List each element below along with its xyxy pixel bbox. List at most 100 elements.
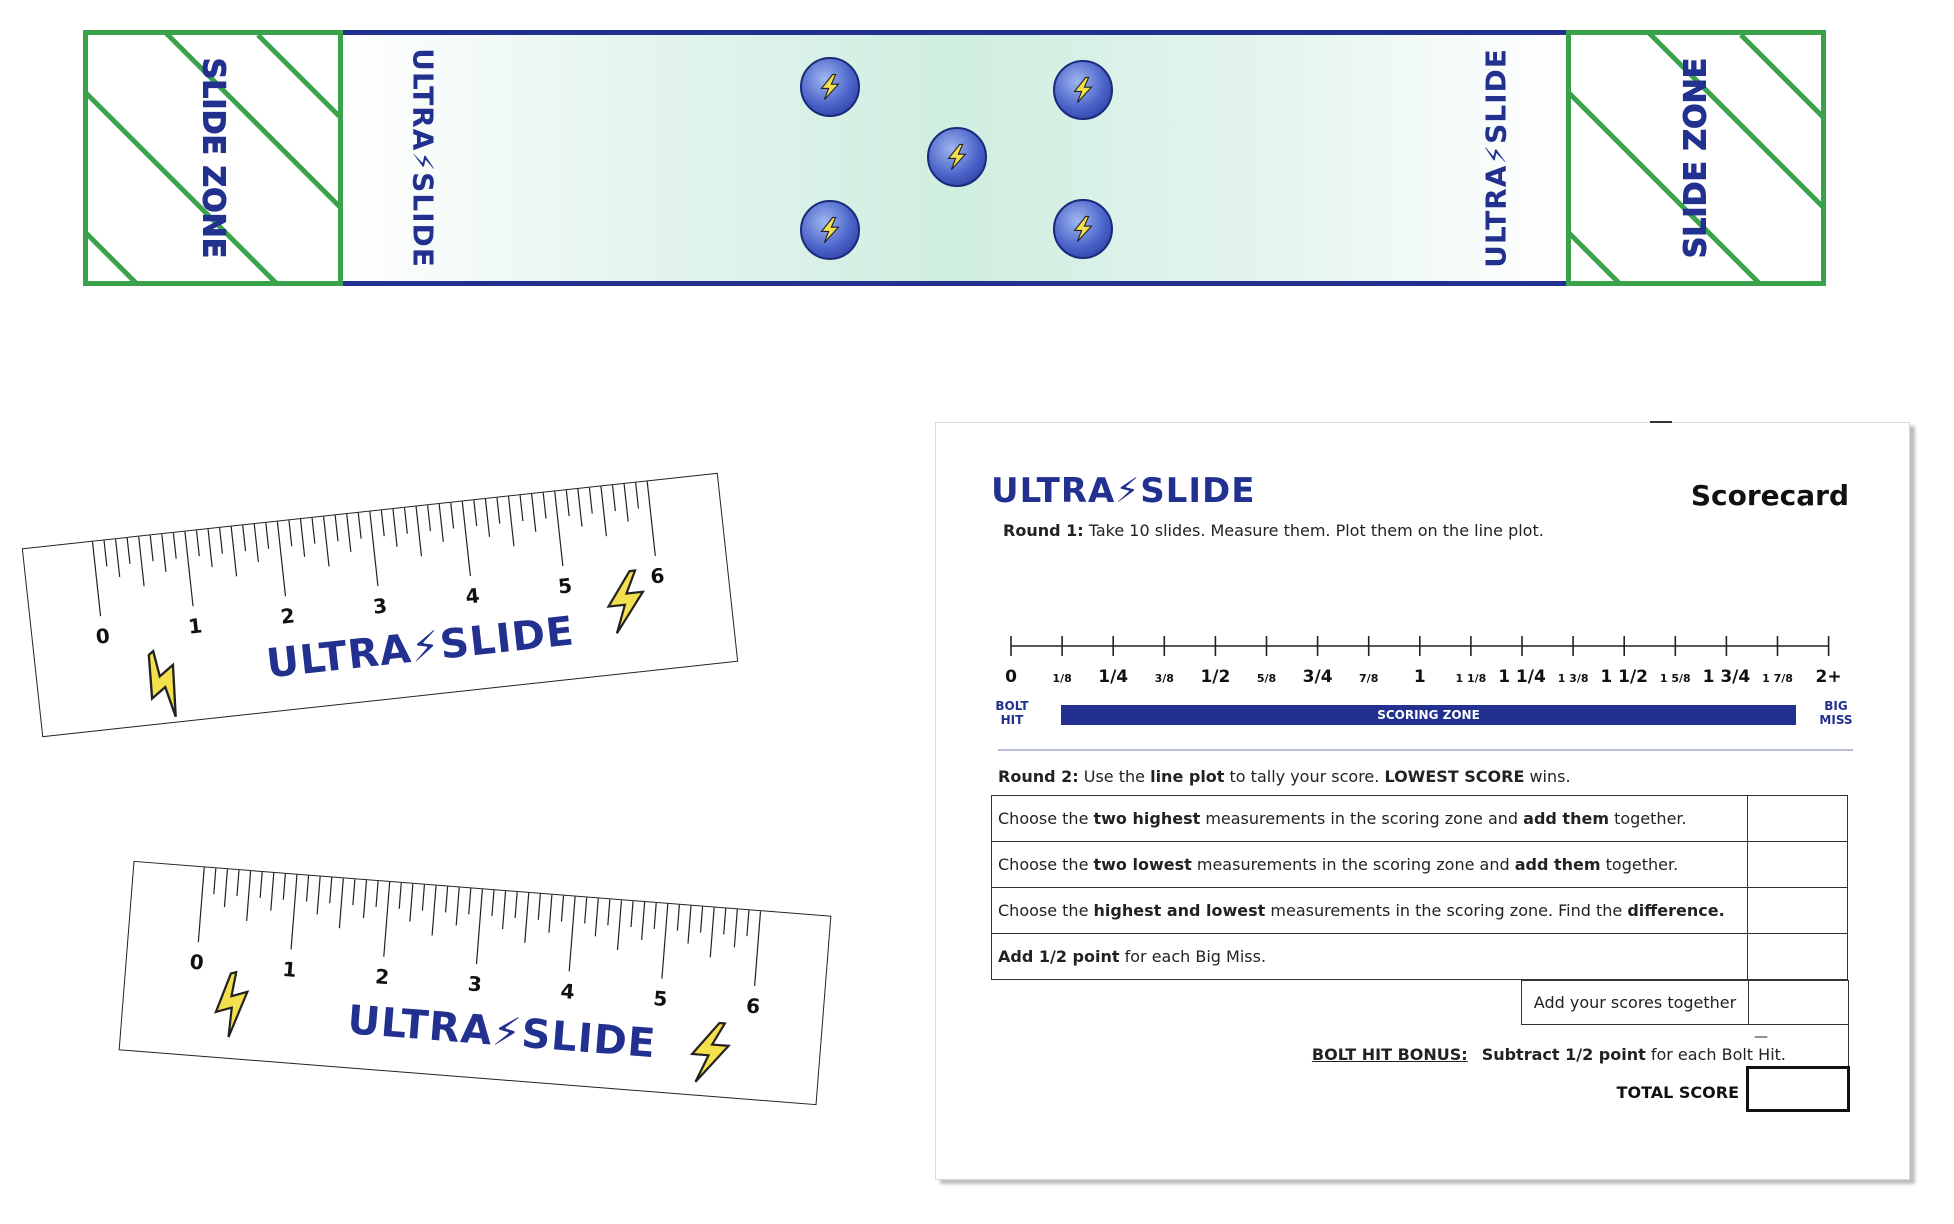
ruler-tick xyxy=(427,505,432,532)
rule-text: Choose the two lowest measurements in th… xyxy=(991,841,1748,888)
ruler-tick xyxy=(290,874,298,950)
ruler-tick xyxy=(450,502,455,529)
ruler-tick xyxy=(548,894,553,933)
ruler-tick xyxy=(531,493,537,532)
ruler-tick xyxy=(126,537,131,564)
ruler-tick xyxy=(676,904,680,931)
ruler-tick xyxy=(91,541,102,617)
ruler-tick xyxy=(565,490,570,517)
ruler-tick xyxy=(276,521,287,597)
ruler-tick xyxy=(219,527,224,554)
ruler-tick-label: 5 xyxy=(652,986,668,1011)
ruler-tick xyxy=(415,506,423,557)
ruler-tick xyxy=(577,488,583,527)
ruler-tick-label: 3 xyxy=(372,593,388,618)
ruler-tick xyxy=(346,513,352,552)
ruler-tick xyxy=(542,492,547,519)
rule-text: Choose the two highest measurements in t… xyxy=(991,795,1748,842)
ruler-tick xyxy=(242,525,247,552)
line-plot-tick-label: 1/2 xyxy=(1200,667,1230,687)
right-slide-zone: SLIDE ZONE xyxy=(1566,30,1826,286)
ruler-tick xyxy=(207,529,213,567)
ruler-tick xyxy=(687,905,692,944)
round-2-text: Use the xyxy=(1083,767,1145,786)
right-zone-label: SLIDE ZONE xyxy=(1678,57,1714,259)
ruler-tick-label: 3 xyxy=(467,971,483,996)
ruler-tick xyxy=(265,522,270,549)
ruler-tick xyxy=(491,890,495,917)
ruler-tick xyxy=(282,873,286,900)
line-plot-tick-label: 1 xyxy=(1414,667,1426,687)
ruler-tick xyxy=(138,536,145,587)
ruler-tick-label: 0 xyxy=(95,623,111,648)
ruler-tick-label: 1 xyxy=(282,957,298,982)
ruler-tick xyxy=(568,896,576,972)
ruler-tick xyxy=(514,891,518,918)
ruler-tick xyxy=(288,520,293,547)
ruler-tick xyxy=(369,511,379,587)
ruler-tick xyxy=(444,886,449,913)
line-plot-tick-label: 2+ xyxy=(1816,667,1842,687)
ruler-tick xyxy=(607,899,611,926)
round-2-text: to tally your score. xyxy=(1229,767,1380,786)
ruler-tick-label: 2 xyxy=(374,964,390,989)
scorecard: ULTRA⚡SLIDE Scorecard Round 1: Take 10 s… xyxy=(935,421,1911,1180)
ruler-tick xyxy=(270,872,275,911)
round-1-instructions: Round 1: Take 10 slides. Measure them. P… xyxy=(1003,521,1544,540)
ruler-tick xyxy=(334,515,339,542)
score-input-box[interactable] xyxy=(1747,841,1848,888)
line-plot-tick-label: 1/8 xyxy=(1052,672,1071,685)
ruler-tick xyxy=(611,485,616,512)
ruler-tick xyxy=(380,510,385,537)
round-2-bold: line plot xyxy=(1150,767,1225,786)
round-2-instructions: Round 2: Use the line plot to tally your… xyxy=(998,767,1571,786)
bolt-hit-bonus: BOLT HIT BONUS:Subtract 1/2 point for ea… xyxy=(1312,1045,1786,1064)
lightning-bolt-icon xyxy=(689,1021,731,1083)
ruler-tick xyxy=(375,881,379,908)
round-1-label: Round 1: xyxy=(1003,521,1084,540)
score-input-box[interactable] xyxy=(1747,933,1848,980)
target-disc xyxy=(927,127,987,187)
right-zone-stripes xyxy=(1571,35,1821,281)
left-slide-zone: SLIDE ZONE xyxy=(83,30,343,286)
ruler-tick xyxy=(733,909,738,948)
big-miss-label: BIG MISS xyxy=(1819,699,1853,727)
lane-logo-right: ULTRA⚡SLIDE xyxy=(1479,48,1513,268)
add-scores-label: Add your scores together xyxy=(1521,980,1748,1025)
scoring-rules-table: Choose the two highest measurements in t… xyxy=(991,795,1848,980)
left-zone-label: SLIDE ZONE xyxy=(195,57,231,259)
ruler-tick xyxy=(431,885,437,936)
bonus-text: for each Bolt Hit. xyxy=(1645,1045,1786,1064)
ruler-tick xyxy=(461,501,472,577)
line-plot-tick-label: 1 5/8 xyxy=(1660,672,1691,685)
ruler-tick xyxy=(699,906,704,933)
lightning-bolt-icon xyxy=(147,648,177,718)
score-input-box[interactable] xyxy=(1747,887,1848,934)
ruler-tick xyxy=(554,491,564,567)
ruler-tick xyxy=(253,524,259,562)
ruler-tick-label: 4 xyxy=(560,979,576,1004)
target-disc xyxy=(800,200,860,260)
table-row: Choose the two highest measurements in t… xyxy=(991,795,1848,842)
lightning-bolt-icon xyxy=(820,73,840,100)
lightning-bolt-icon xyxy=(947,143,967,170)
line-plot-tick-label: 1 3/4 xyxy=(1703,667,1751,687)
line-plot-tick-label: 1 7/8 xyxy=(1762,672,1793,685)
bonus-input-box[interactable]: — xyxy=(1748,1025,1849,1067)
ruler-tick xyxy=(184,531,194,607)
total-score-box[interactable] xyxy=(1746,1066,1850,1112)
score-input-box[interactable] xyxy=(1747,795,1848,842)
ruler-tick xyxy=(409,883,414,922)
ruler-tick xyxy=(352,879,356,906)
lightning-bolt-icon xyxy=(1073,215,1093,242)
ruler-tick xyxy=(641,902,646,940)
sum-input-box[interactable] xyxy=(1748,980,1849,1025)
ruler-tick xyxy=(357,512,362,539)
ruler-tick xyxy=(338,878,344,929)
round-2-bold: LOWEST SCORE xyxy=(1384,767,1525,786)
ruler-tick xyxy=(616,900,623,951)
